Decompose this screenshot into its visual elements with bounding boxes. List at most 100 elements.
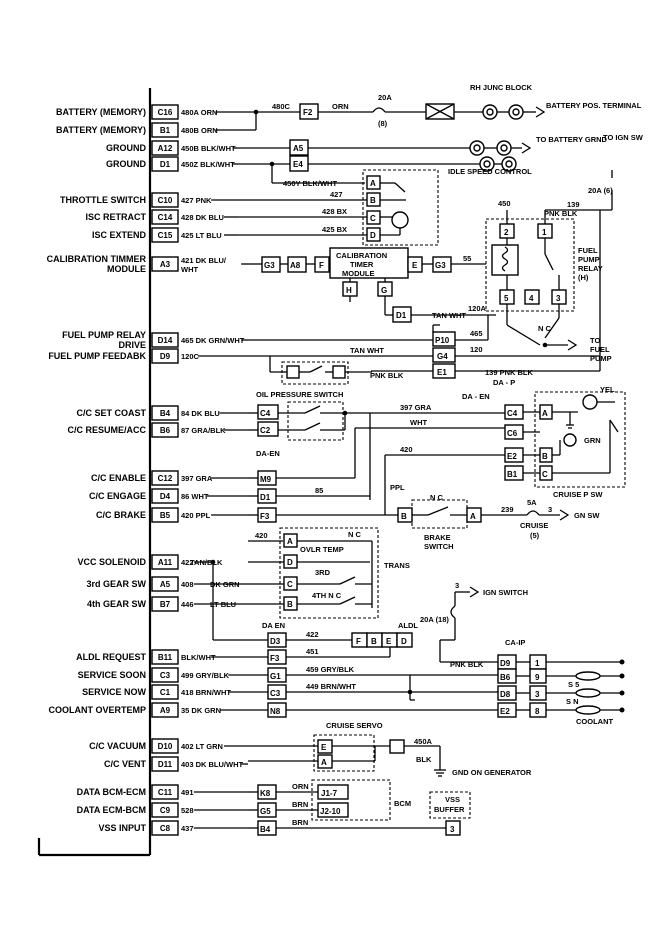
- ecm-pin-d10-label: C/C VACUUM: [89, 741, 146, 751]
- cruise-c2: C2: [260, 426, 271, 435]
- cluster-pin-8: 8: [535, 707, 540, 716]
- ecm-pin-b7-id: B7: [160, 600, 171, 609]
- ecm-pin-c11-box: [151, 784, 179, 800]
- ecm-pin-b6-box: [151, 422, 179, 438]
- ecm-pin-a12-label: GROUND: [106, 143, 146, 153]
- ecm-pin-a9-id: A9: [160, 706, 171, 715]
- ecm-pin-d4-label: C/C ENGAGE: [89, 491, 146, 501]
- ecm-pin-c12-id: C12: [158, 474, 173, 483]
- ecm-pin-c16-wire-label: 480A ORN: [181, 108, 217, 117]
- ecm-pin-d10-id: D10: [158, 742, 173, 751]
- wire-397-gra: 397 GRA: [400, 403, 432, 412]
- cruise-c4: C4: [260, 409, 271, 418]
- conn-e1: E1: [437, 368, 447, 377]
- cruise-yel: YEL: [600, 385, 615, 394]
- aldl-box-d: D: [401, 637, 407, 646]
- fuse-20a-label: 20A: [378, 93, 392, 102]
- wire-420: 420: [400, 445, 413, 454]
- da-p-label: DA - P: [493, 378, 515, 387]
- cal-f: F: [319, 261, 324, 270]
- ecm-pin-d11-id: D11: [158, 760, 173, 769]
- ecm-pin-b5-wire-label: 420 PPL: [181, 511, 211, 520]
- fpr-pin-4: 4: [529, 294, 534, 303]
- brake-nc: N C: [430, 493, 444, 502]
- ecm-pin-b11-box: [151, 649, 179, 665]
- bcm-wire-brn: BRN: [292, 800, 308, 809]
- trans-pin-c: C: [287, 580, 293, 589]
- wire-239: 239: [501, 505, 514, 514]
- trans-3rd: 3RD: [315, 568, 331, 577]
- fpr-title-3: RELAY: [578, 264, 603, 273]
- ecm-pin-b4-box: [151, 405, 179, 421]
- ecm-pin-d9-id: D9: [160, 352, 171, 361]
- cruise-switch-title: CRUISE P SW: [553, 490, 603, 499]
- isc-pin-d: D: [370, 231, 376, 240]
- ecm-pin-c10-label: THROTTLE SWITCH: [60, 195, 146, 205]
- wire-ppl: PPL: [390, 483, 405, 492]
- wire-450y-label: 450Y BLK/WHT: [283, 179, 337, 188]
- fpr-title-1: FUEL: [578, 246, 598, 255]
- ecm-pin-c16-box: [151, 104, 179, 120]
- vss-buffer-1: VSS: [445, 795, 460, 804]
- wire-3: 3: [548, 505, 552, 514]
- ecm-pin-d4-box: [151, 488, 179, 504]
- ecm-pin-d14-id: D14: [158, 336, 173, 345]
- cruise-grn: GRN: [584, 436, 601, 445]
- ecm-pin-c10-box: [151, 192, 179, 208]
- aldl-connector: DA EN D3 422 F B E D ALDL F3 451 G1 459 …: [213, 621, 498, 718]
- servo-a: A: [321, 758, 327, 767]
- isc-pin-a: A: [370, 179, 376, 188]
- ecm-pin-b4-wire-label: 84 DK BLU: [181, 409, 220, 418]
- trans-pin-d: D: [287, 558, 293, 567]
- cruise-fuse-1: CRUISE: [520, 521, 548, 530]
- aldl-n8: N8: [270, 707, 281, 716]
- ecm-pin-c15-wire-label: 425 LT BLU: [181, 231, 222, 240]
- brake-title-1: BRAKE: [424, 533, 451, 542]
- ground-feed: A5 TO BATTERY GRND E4 TO IGN SW 450Y BLK…: [238, 133, 644, 188]
- ecm-pin-c16-id: C16: [158, 108, 173, 117]
- ecm-pin-a3-wire-label: 421 DK BLU/WHT: [181, 256, 227, 274]
- aldl-da-en: DA EN: [262, 621, 285, 630]
- splice-480c-label: 480C: [272, 102, 291, 111]
- ecm-pin-a11-box: [151, 554, 179, 570]
- fpr-pnk-blk: PNK BLK: [544, 209, 578, 218]
- aldl-wire-459: 459 GRY/BLK: [306, 665, 355, 674]
- ecm-pin-d14-wire-label: 465 DK GRN/WHT: [181, 336, 245, 345]
- ecm-pin-d14-box: [151, 332, 179, 348]
- ecm-pin-c16-label: BATTERY (MEMORY): [56, 107, 146, 117]
- ecm-pin-b7-wire-label: 446: [181, 600, 194, 609]
- fpr-pin-5: 5: [504, 294, 509, 303]
- fpr-pin-2: 2: [504, 228, 509, 237]
- cruise-sw-c: C: [542, 470, 548, 479]
- ecm-pin-a9-label: COOLANT OVERTEMP: [48, 705, 146, 715]
- fpr-nc: N C: [538, 324, 552, 333]
- ecm-pin-c12-box: [151, 470, 179, 486]
- aldl-title: ALDL: [398, 621, 418, 630]
- aldl-wire-451: 451: [306, 647, 319, 656]
- cluster-ca-ip: CA-IP: [505, 638, 525, 647]
- isc-pin-b: B: [370, 196, 376, 205]
- ecm-pin-c14-id: C14: [158, 213, 173, 222]
- ecm-pin-b11-id: B11: [158, 653, 173, 662]
- ecm-pin-d9-box: [151, 348, 179, 364]
- vss-pin-3: 3: [450, 825, 455, 834]
- cal-g: G: [381, 286, 387, 295]
- wire-139-pnk: 139 PNK BLK: [485, 368, 534, 377]
- fuse-f2-label: F2: [303, 108, 313, 117]
- wire-tan-wht-2: TAN WHT: [350, 346, 384, 355]
- ecm-pin-d10-wire-label: 402 LT GRN: [181, 742, 223, 751]
- ecm-pin-a5-label: 3rd GEAR SW: [86, 579, 146, 589]
- cluster-sn: S N: [566, 697, 579, 706]
- ecm-pin-a11-label: VCC SOLENOID: [77, 557, 146, 567]
- cal-a8: A8: [290, 261, 301, 270]
- ecm-pin-d1-id: D1: [160, 160, 171, 169]
- cluster-d8: D8: [500, 690, 511, 699]
- ecm-pin-b7-box: [151, 596, 179, 612]
- cruise-conn-c6: C6: [507, 429, 518, 438]
- cruise-control-switch-group: C4 C2 DA-EN 397 GRA WHT 420 C4 C6 E2 B1: [248, 385, 626, 551]
- ecm-pin-d1-wire-label: 450Z BLK/WHT: [181, 160, 235, 169]
- trans-pin-b: B: [287, 600, 293, 609]
- cluster-e2: E2: [500, 707, 510, 716]
